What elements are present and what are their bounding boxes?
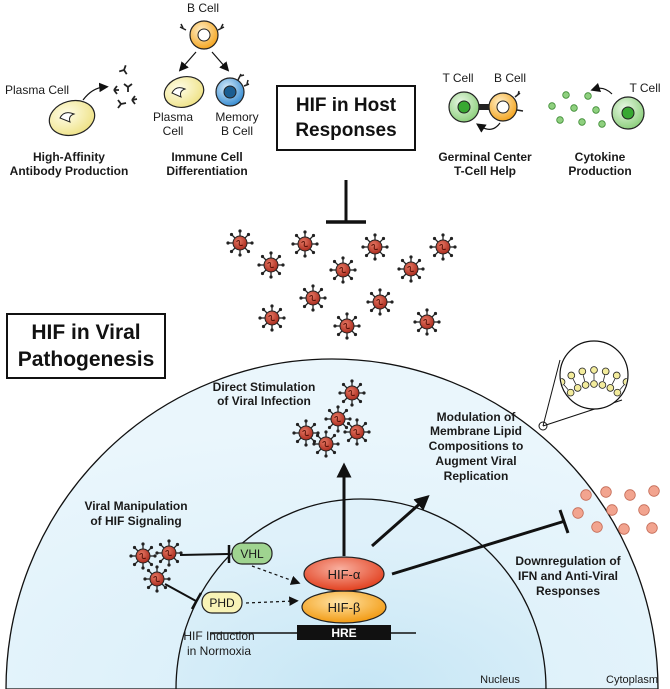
virus-layer (129, 229, 457, 593)
ifn-inhibition-line (391, 519, 566, 576)
virus-icon (361, 233, 389, 261)
lipid-label-1: Modulation of (437, 410, 517, 424)
lipid-label-5: Replication (444, 469, 509, 483)
phd-box (201, 591, 243, 614)
nucleus-label: Nucleus (480, 674, 520, 686)
manip-label-2: of HIF Signaling (90, 514, 181, 528)
diff-arrow-left (178, 51, 197, 72)
phd-label: PHD (209, 596, 235, 610)
hif-alpha (303, 556, 385, 592)
panel-cyto-title-1: Cytokine (575, 150, 626, 164)
hif-alpha-label: HIF-α (328, 567, 361, 582)
virus-icon (299, 284, 327, 312)
plasma-cell-label: Plasma Cell (5, 83, 69, 97)
host-title-line-1: HIF in Host (295, 95, 397, 116)
virus-icon (338, 379, 366, 407)
viral-pathogenesis-title-box: HIF in Viral Pathogenesis (6, 313, 166, 379)
secretion-arrow (82, 82, 109, 101)
gc-t-cell-label: T Cell (442, 71, 473, 85)
virus-icon (429, 233, 457, 261)
virus-icon (366, 288, 394, 316)
vhl-label: VHL (240, 547, 264, 561)
virus-icon (343, 418, 371, 446)
ifn-label-3: Responses (536, 584, 600, 598)
virus-icon (333, 312, 361, 340)
panel-gc-title-2: T-Cell Help (454, 164, 516, 178)
zoom-line-1 (542, 359, 561, 427)
b-cell (179, 20, 225, 50)
virus-icon (129, 542, 157, 570)
virus-icon (397, 255, 425, 283)
panel-antibody-title-2: Antibody Production (10, 164, 129, 178)
ifn-label-2: IFN and Anti-Viral (518, 569, 618, 583)
panel-antibody-title-1: High-Affinity (33, 150, 105, 164)
virus-icon (329, 256, 357, 284)
cyto-t-cell (611, 96, 645, 130)
gc-help-arrow (476, 122, 501, 133)
cytokine-dots (548, 91, 606, 128)
phd-dashed-arrow (245, 596, 299, 606)
panel-diff-title-2: Differentiation (166, 164, 247, 178)
plasma-cell-diff (163, 76, 205, 108)
cytoplasm-label: Cytoplasm (606, 674, 658, 686)
virus-icon (226, 229, 254, 257)
arrow-lipid-modulation (371, 495, 430, 548)
hre-label: HRE (331, 626, 356, 640)
virus-phd-inhibit-bar (190, 592, 203, 610)
virus-icon (413, 308, 441, 336)
memory-b-label-2: B Cell (221, 124, 253, 138)
hre-element (297, 625, 391, 640)
virus-icon (143, 565, 171, 593)
virus-vhl-inhibit-line (179, 553, 229, 556)
virus-icon (324, 405, 352, 433)
diff-arrow-right (211, 51, 230, 72)
lipid-label-2: Membrane Lipid (430, 424, 522, 438)
virus-icon (155, 539, 183, 567)
gc-b-cell-label: B Cell (494, 71, 526, 85)
host-title-line-2: Responses (295, 120, 397, 141)
gc-t-cell (448, 91, 480, 123)
panel-gc-title-1: Germinal Center (438, 150, 532, 164)
panel-cyto-title-2: Production (568, 164, 631, 178)
direct-stim-label-2: of Viral Infection (217, 394, 311, 408)
membrane-zoom-inset (559, 340, 629, 410)
virus-icon (258, 304, 286, 332)
ifn-label-1: Downregulation of (515, 554, 621, 568)
manip-label-1: Viral Manipulation (84, 499, 187, 513)
memory-b-cell (215, 73, 250, 107)
virus-icon (257, 251, 285, 279)
memory-b-label-1: Memory (215, 110, 258, 124)
membrane-zoom-spot (538, 421, 548, 431)
viral-title-line-1: HIF in Viral (31, 321, 141, 344)
ifn-inhibition-bar (558, 509, 570, 534)
b-cell-label: B Cell (187, 1, 219, 15)
plasma-cell-diff-label-1: Plasma (153, 110, 193, 124)
gc-synapse (479, 104, 489, 110)
viral-title-line-2: Pathogenesis (17, 348, 155, 371)
virus-icon (312, 430, 340, 458)
gc-b-cell (488, 90, 524, 122)
normoxia-label-1: HIF Induction (183, 629, 254, 643)
direct-stim-label-1: Direct Stimulation (213, 380, 316, 394)
normoxia-label-2: in Normoxia (187, 644, 251, 658)
vhl-dashed-arrow (251, 565, 301, 585)
antibody-icons (113, 64, 138, 109)
vhl-box (231, 542, 273, 565)
virus-phd-inhibit-line (164, 583, 197, 602)
plasma-cell (48, 99, 96, 137)
lipid-label-4: Augment Viral (435, 454, 516, 468)
virus-icon (292, 419, 320, 447)
lipid-label-3: Compositions to (429, 439, 524, 453)
virus-icon (291, 230, 319, 258)
host-responses-title-box: HIF in Host Responses (276, 85, 416, 151)
hif-beta-label: HIF-β (328, 600, 361, 615)
cytokine-arrow (590, 82, 613, 95)
cyto-t-cell-label: T Cell (629, 81, 660, 95)
panel-diff-title-1: Immune Cell (171, 150, 242, 164)
ifn-dots (572, 485, 660, 535)
plasma-cell-diff-label-2: Cell (163, 124, 184, 138)
